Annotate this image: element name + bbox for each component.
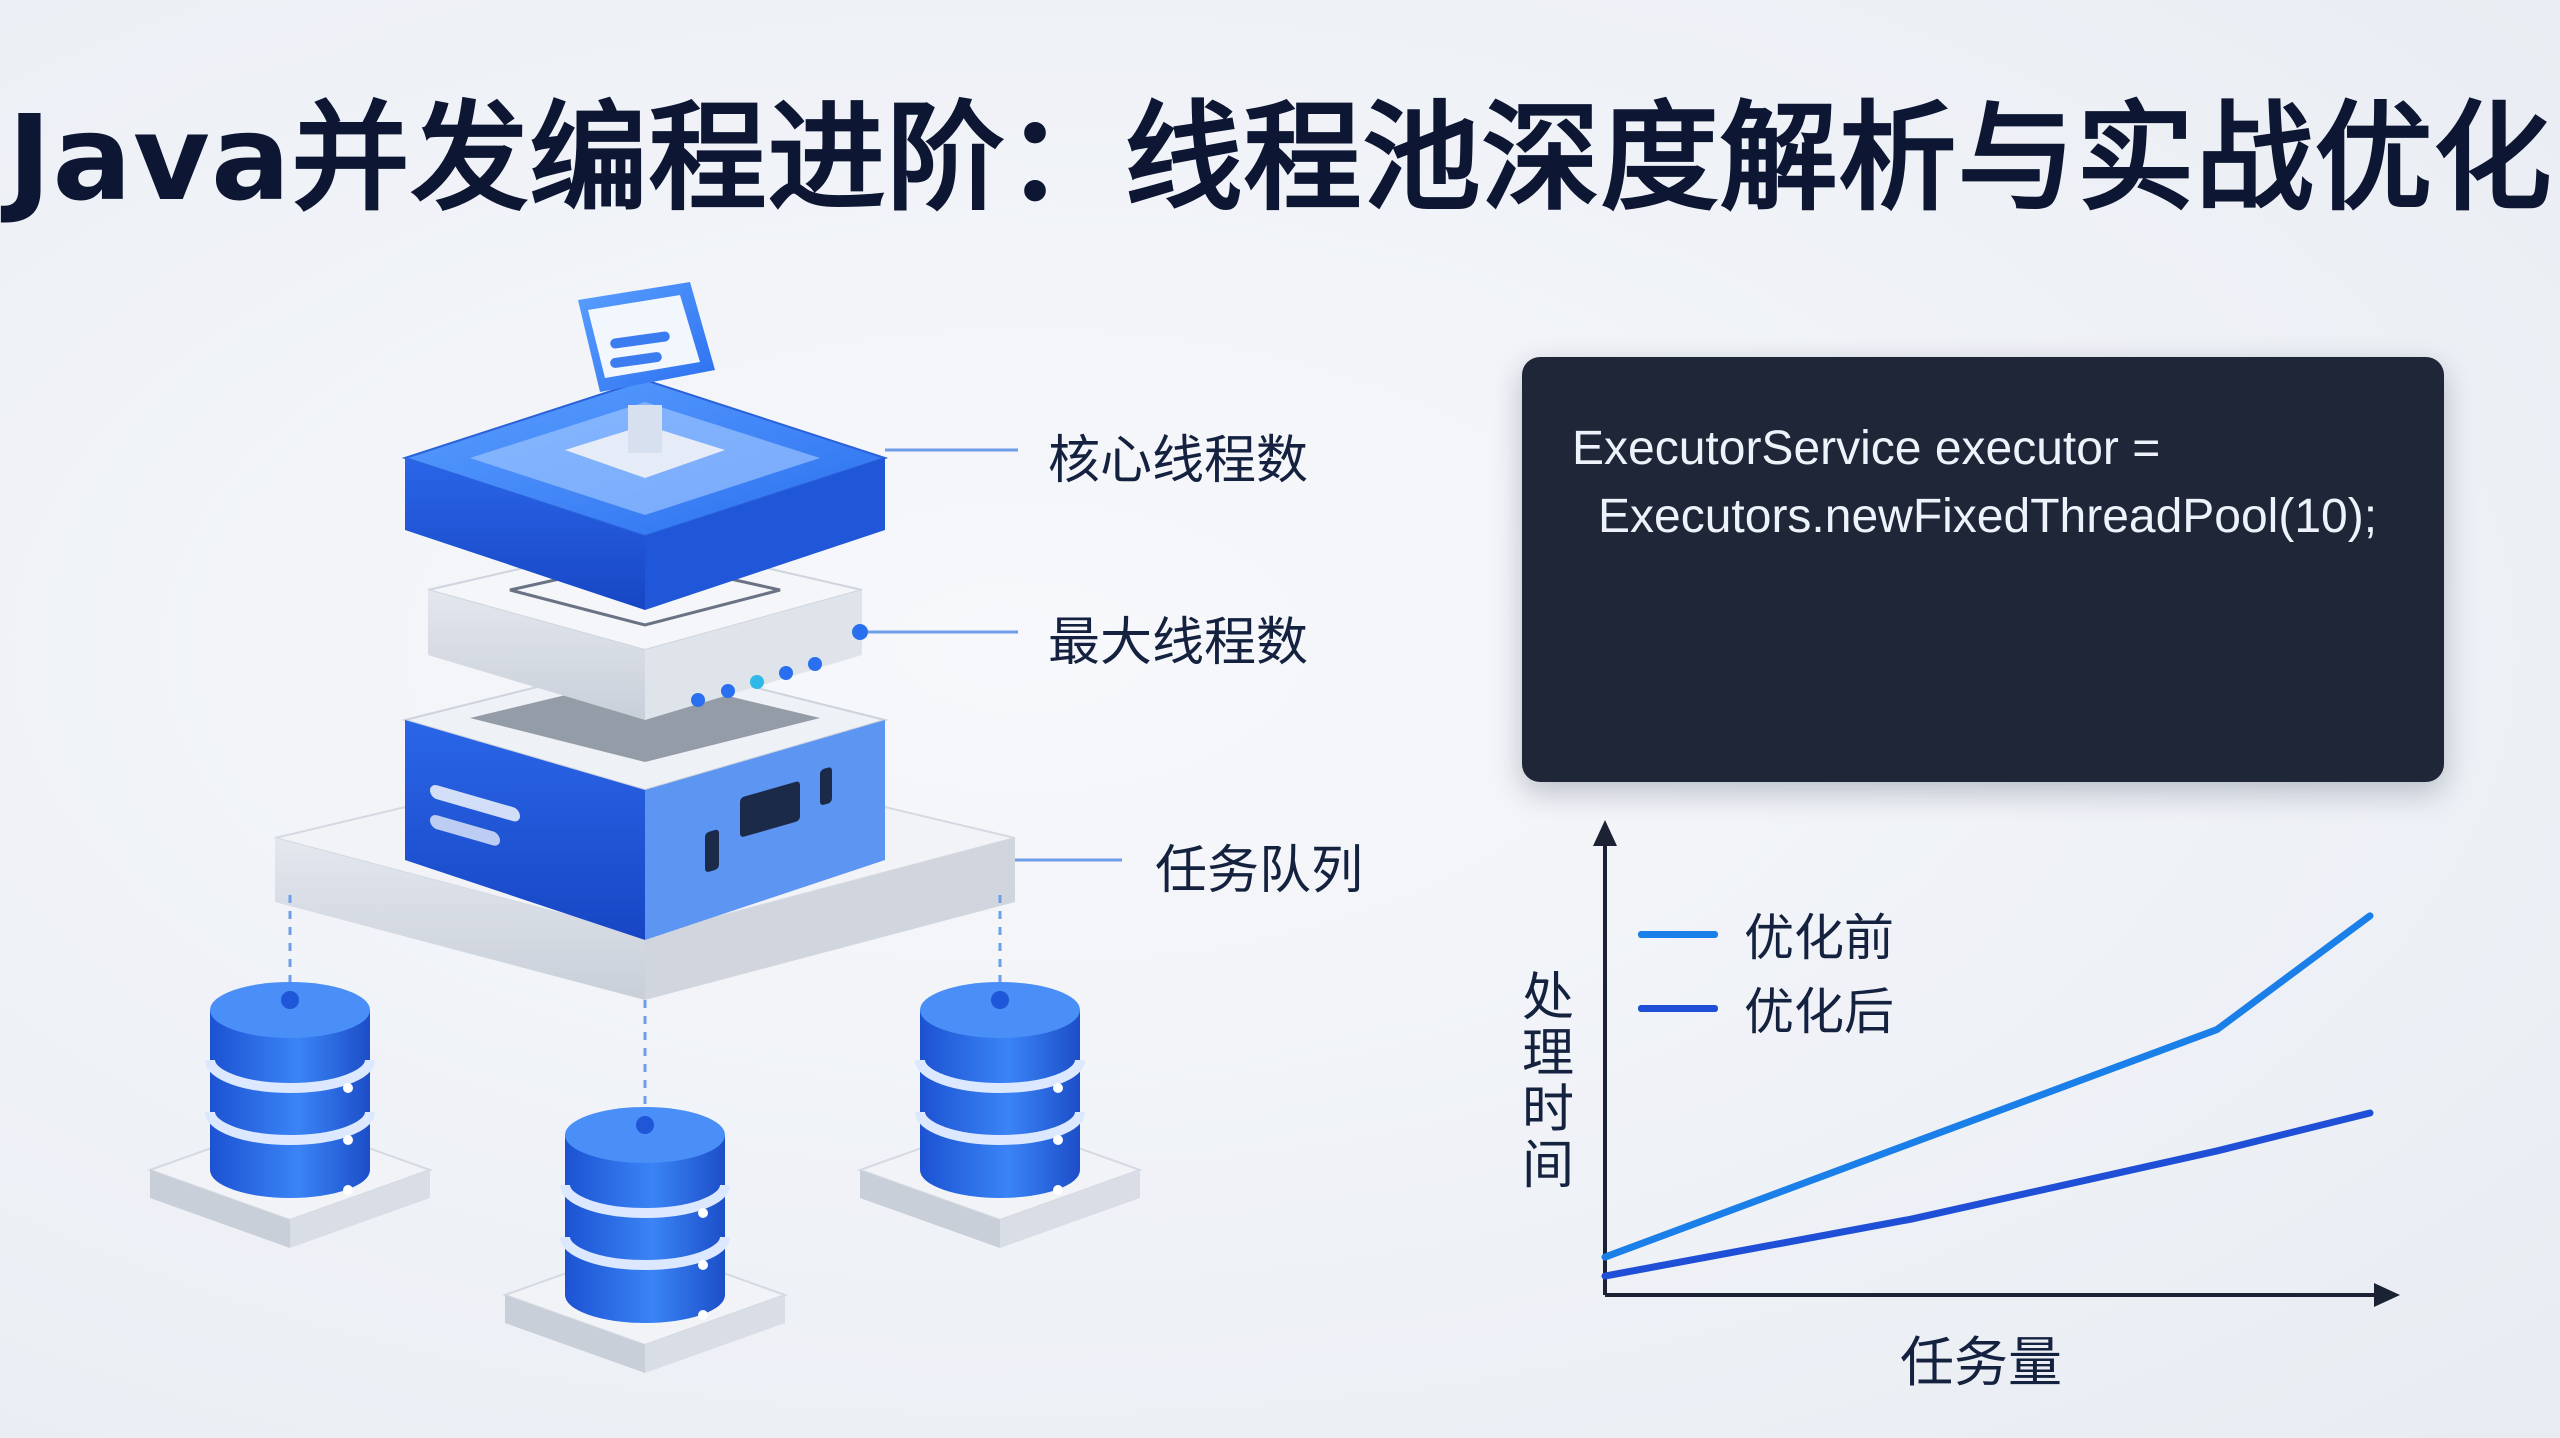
label-core-threads: 核心线程数 (1048, 431, 1309, 491)
y-axis-label: 处理时间 (1521, 968, 1574, 1196)
label-task-queue: 任务队列 (1155, 841, 1364, 901)
legend-label-after: 优化后 (1744, 983, 1894, 1041)
legend-swatch-before (1638, 930, 1718, 938)
database-icon-center (502, 1107, 788, 1373)
y-axis (1593, 820, 1617, 1295)
series-layer (1601, 912, 2374, 1280)
legend-item-after: 优化后 (1638, 972, 1894, 1044)
code-line-1: ExecutorService executor = (1572, 422, 2161, 475)
label-max-threads: 最大线程数 (1048, 613, 1309, 673)
code-line-2: Executors.newFixedThreadPool(10); (1598, 490, 2378, 543)
legend-item-before: 优化前 (1638, 898, 1894, 970)
core-threads-layer (401, 282, 889, 610)
performance-chart (1593, 820, 2400, 1307)
legend-label-before: 优化前 (1744, 909, 1894, 967)
legend-swatch-after (1638, 1004, 1718, 1012)
server-box (401, 658, 889, 940)
x-axis (1605, 1283, 2400, 1307)
code-panel: ExecutorService executor = Executors.new… (1522, 357, 2444, 782)
thread-pool-diagram (147, 282, 1143, 1373)
monitor-icon (565, 282, 725, 478)
database-icon-right (857, 982, 1143, 1248)
page-title: Java并发编程进阶：线程池深度解析与实战优化 (7, 89, 2553, 227)
series-line-1 (1601, 1109, 2374, 1280)
x-axis-label: 任务量 (1900, 1331, 2062, 1394)
series-line-0 (1601, 912, 2374, 1261)
database-icon-left (147, 982, 433, 1248)
